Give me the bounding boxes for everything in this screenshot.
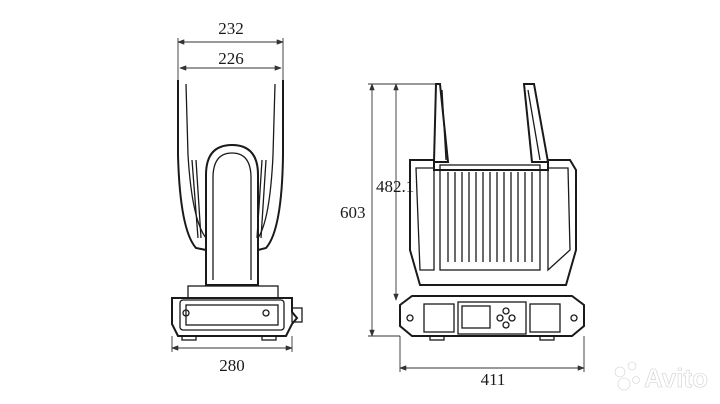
side-base-inner-panel [185,304,279,326]
front-base-control-panel [457,301,527,335]
front-base-buttons [496,307,516,329]
dim-label-280: 280 [219,356,245,375]
side-view: 232 226 280 [171,19,303,375]
front-head-side-panels [415,167,571,272]
front-yoke-right-arm [522,83,550,163]
dim-label-411: 411 [481,370,506,389]
dim-label-226: 226 [218,49,244,68]
front-foot-left [429,335,445,341]
side-base-outline [171,297,299,337]
dim-label-482: 482.1 [376,177,414,196]
side-foot-left [181,335,197,341]
side-base-screw-left [182,309,190,317]
side-yoke-outline [177,80,284,286]
side-base-neck [187,285,279,299]
side-base-screw-right [262,309,270,317]
side-foot-right [261,335,277,341]
dim-label-232: 232 [218,19,244,38]
front-head-fins [447,172,533,262]
front-base-screw-left [406,314,414,322]
side-yoke-fins [191,159,267,239]
side-head-inner [212,152,252,280]
front-base-display [461,305,491,329]
front-view: 603 482.1 411 [340,83,585,389]
front-head-fin-block [439,164,541,271]
side-head-outline [205,143,259,285]
dim-label-603: 603 [340,203,366,222]
front-yoke-left-arm [432,83,450,163]
side-base-panel [179,299,285,331]
front-foot-right [539,335,555,341]
side-base-handle [291,307,303,323]
front-yoke-arm-lines [441,89,541,161]
front-base-outline [399,295,585,337]
front-head-outline [409,159,577,286]
watermark-text: Avito [644,363,708,393]
front-base-screw-right [570,314,578,322]
front-base-left-panel [423,303,455,333]
avito-watermark: Avito [614,361,708,393]
front-base-right-panel [529,303,561,333]
avito-dots-icon [614,361,640,391]
